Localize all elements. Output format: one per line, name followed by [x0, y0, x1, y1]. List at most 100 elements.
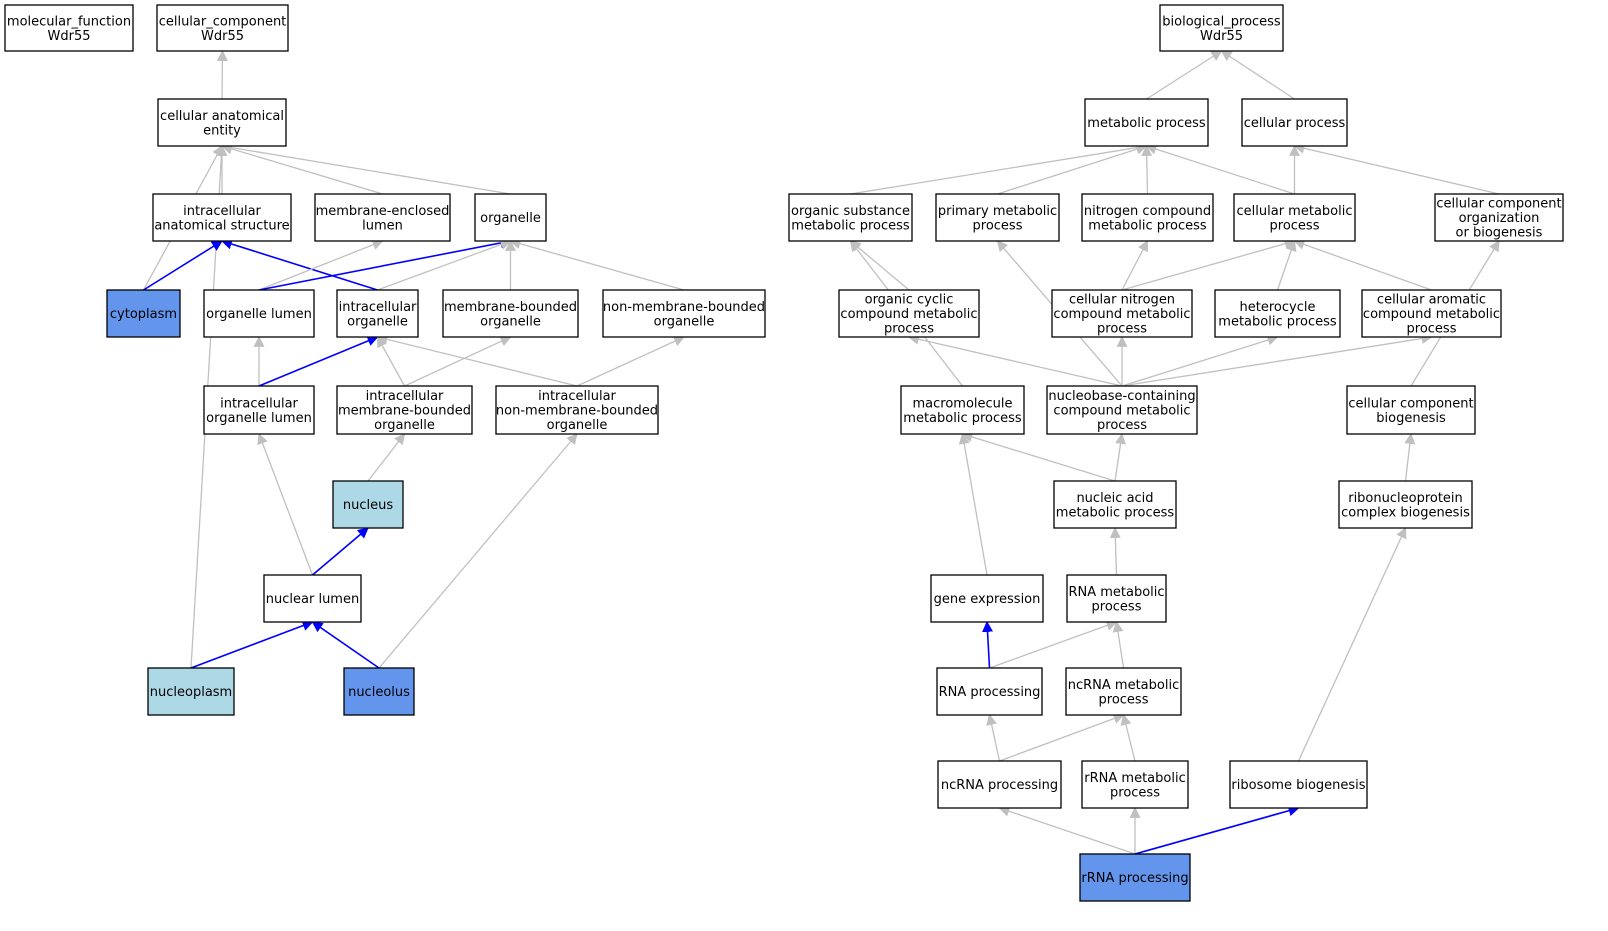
go-term-node-nucleus[interactable]: nucleus	[332, 480, 404, 529]
edge-cncmp-to-cmp	[1121, 238, 1296, 291]
go-term-box	[442, 289, 579, 338]
go-term-box	[1084, 98, 1209, 147]
edge-nbccmp-to-cacmp	[1121, 333, 1433, 387]
edge-rrnap-to-ncrnap	[998, 805, 1136, 855]
edge-nbccmp-to-hmp	[1121, 334, 1279, 387]
go-term-box	[1051, 289, 1193, 338]
edge-cncmp-to-ncmp	[1121, 240, 1149, 291]
go-term-label-line: non-membrane-bounded	[603, 300, 765, 315]
edge-ncrnamp-to-rnamp	[1112, 620, 1125, 669]
go-term-box	[156, 4, 289, 52]
go-term-label-line: organelle	[654, 314, 715, 329]
go-term-node-orglum[interactable]: organelle lumen	[203, 289, 315, 338]
go-term-box	[1241, 98, 1348, 147]
edge-nuclum-to-nucleus	[311, 527, 369, 576]
go-term-node-cyto[interactable]: cytoplasm	[106, 289, 181, 338]
go-term-node-rrnap[interactable]: rRNA processing	[1079, 853, 1191, 902]
go-term-node-rnap[interactable]: RNA processing	[936, 667, 1043, 716]
go-term-label-line: metabolic process	[1218, 314, 1337, 329]
go-term-node-ncrnap[interactable]: ncRNA processing	[937, 760, 1062, 809]
edge-nuclum-to-iol	[257, 432, 314, 576]
edge-imbo-to-mbo	[404, 336, 512, 387]
go-term-label-line: RNA metabolic	[1068, 585, 1164, 600]
go-term-label-line: macromolecule	[912, 396, 1012, 411]
go-term-node-cellp[interactable]: cellular process	[1241, 98, 1348, 147]
go-term-label-line: organelle lumen	[206, 307, 312, 322]
go-term-box	[1346, 385, 1476, 435]
edge-mel-to-cae	[220, 143, 383, 195]
go-term-box	[1159, 4, 1284, 52]
go-term-label-line: organelle	[480, 314, 541, 329]
go-term-box	[838, 289, 980, 338]
edge-inmbo-to-nmbo	[576, 336, 686, 387]
edge-rb-to-rcb	[1297, 527, 1407, 762]
go-term-label-line: nucleolus	[348, 685, 410, 700]
go-term-node-nucleolus[interactable]: nucleolus	[343, 667, 415, 716]
go-term-label-line: metabolic process	[791, 218, 910, 233]
edge-org-to-cae	[220, 142, 511, 195]
go-term-label-line: ribonucleoprotein	[1348, 491, 1463, 506]
edge-ncmp-to-metp	[1141, 144, 1153, 195]
go-term-box	[930, 574, 1044, 623]
go-term-label-line: biological_process	[1162, 14, 1281, 29]
go-term-box	[602, 289, 766, 338]
go-term-node-metp[interactable]: metabolic process	[1084, 98, 1209, 147]
edge-nucleoplasm-to-nuclum	[190, 620, 314, 669]
edge-cae-to-cc	[216, 49, 228, 100]
go-term-label-line: nucleoplasm	[150, 685, 232, 700]
go-term-label-line: heterocycle	[1240, 300, 1316, 315]
edge-ge-to-mmp	[958, 432, 988, 576]
go-term-label-line: metabolic process	[1087, 116, 1206, 131]
go-term-label-line: nucleic acid	[1076, 491, 1153, 506]
go-term-label-line: anatomical structure	[154, 218, 289, 233]
go-term-box	[1065, 667, 1182, 716]
go-term-node-inmbo[interactable]: intracellularnon-membrane-boundedorganel…	[495, 385, 659, 435]
go-term-label-line: Wdr55	[1200, 29, 1243, 44]
go-term-label-line: cellular component	[1348, 396, 1473, 411]
go-term-node-nuclum[interactable]: nuclear lumen	[263, 574, 362, 623]
go-term-label-line: nitrogen compound	[1084, 204, 1211, 219]
go-term-node-rb[interactable]: ribosome biogenesis	[1229, 760, 1368, 809]
edge-pmp-to-metp	[997, 143, 1148, 195]
edge-namp-to-mmp	[961, 431, 1116, 482]
go-term-node-nucleoplasm[interactable]: nucleoplasm	[147, 667, 235, 716]
go-term-label-line: cellular component	[1436, 197, 1561, 212]
go-term-label-line: ncRNA processing	[941, 778, 1058, 793]
go-term-label-line: RNA processing	[939, 685, 1041, 700]
go-term-label-line: process	[1407, 322, 1457, 337]
go-term-label-line: ribosome biogenesis	[1231, 778, 1365, 793]
go-term-label-line: intracellular	[220, 396, 298, 411]
go-term-node-org[interactable]: organelle	[474, 193, 547, 242]
go-term-label-line: organelle	[547, 418, 608, 433]
go-term-node-ge[interactable]: gene expression	[930, 574, 1044, 623]
